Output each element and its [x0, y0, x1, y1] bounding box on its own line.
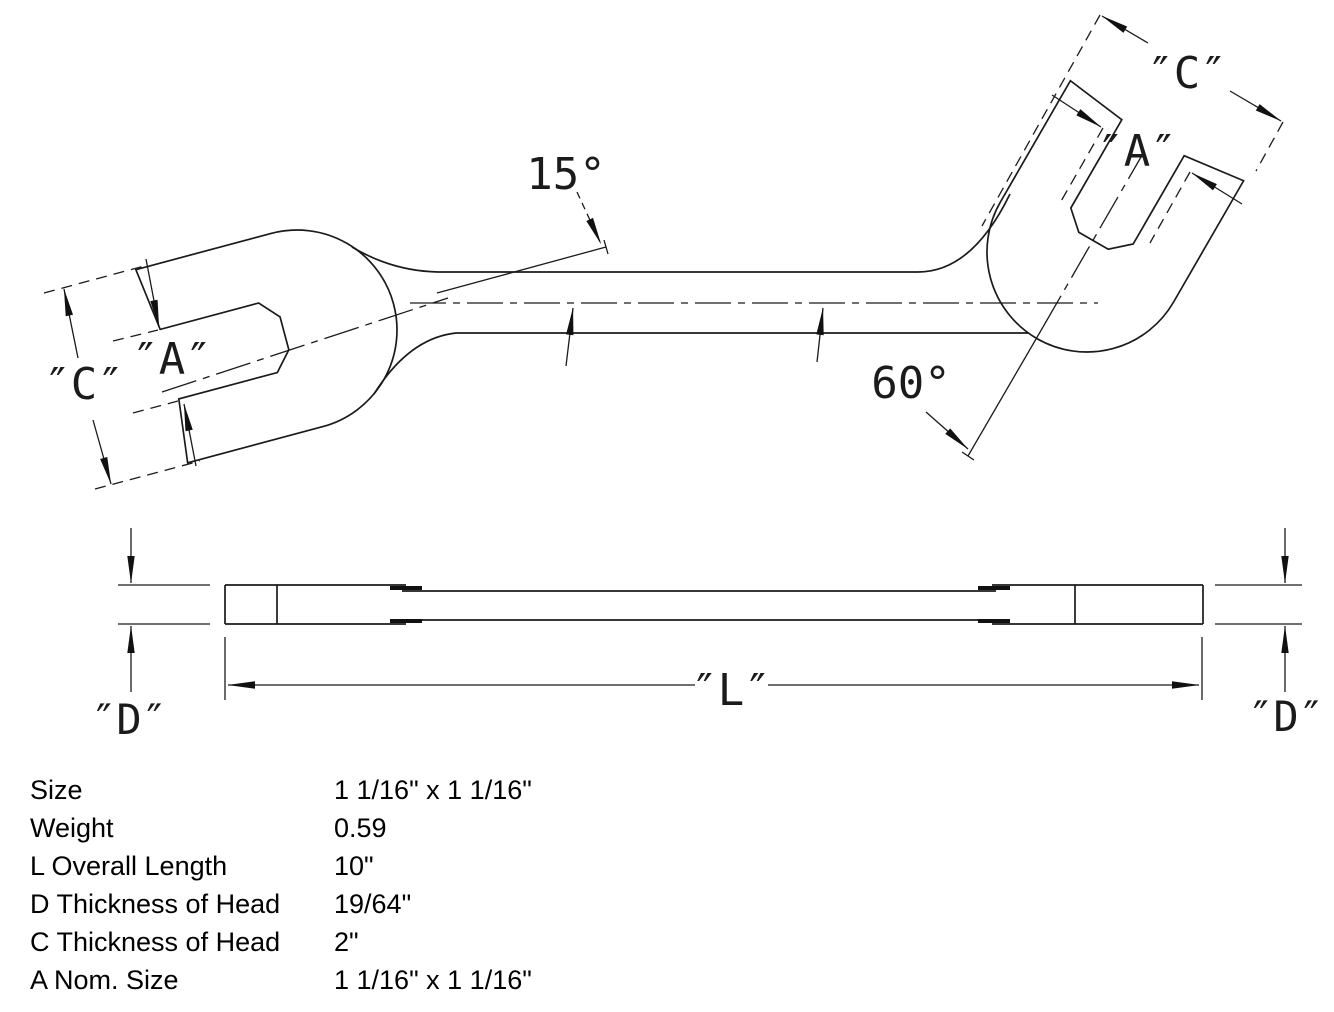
- dim-c-right-lower: [1229, 90, 1282, 122]
- fifteen-degree-end-tick: [603, 239, 609, 255]
- label-d-right: ″D″: [1248, 692, 1324, 741]
- extension-line: [224, 637, 1203, 700]
- dim-a-right-lower: [1191, 172, 1243, 205]
- angle-construction: [436, 191, 1044, 461]
- left-jaw-centerline: [161, 297, 449, 393]
- label-a-left: ″A″: [132, 334, 211, 385]
- side-view-wrench-body: [224, 584, 1204, 625]
- label-c-right: ″C″: [1147, 48, 1226, 99]
- table-row: L Overall Length 10": [0, 851, 1334, 889]
- extension-line: [132, 400, 179, 414]
- extension-line: [981, 14, 1101, 227]
- side-view-right-head: [992, 584, 1204, 625]
- dim-c-left-lower: [92, 419, 112, 485]
- label-angle-60: 60°: [871, 358, 950, 409]
- extension-line: [118, 584, 210, 625]
- label-a-right: ″A″: [1097, 126, 1176, 177]
- dimension-d-right: [1215, 528, 1302, 692]
- label-angle-15: 15°: [526, 149, 605, 200]
- spec-label: A Nom. Size: [30, 965, 179, 995]
- dim-c-left-upper: [63, 288, 79, 359]
- top-view-wrench-body: [135, 79, 1245, 464]
- centerline-reference-arrow-right: [816, 307, 824, 363]
- dimension-left-head: [43, 258, 201, 490]
- extension-line: [112, 329, 159, 342]
- extension-line: [1215, 584, 1302, 625]
- extension-line: [94, 460, 201, 490]
- centerlines: [161, 156, 1142, 393]
- dim-a-left-upper: [145, 258, 160, 328]
- spec-label: L Overall Length: [30, 851, 228, 881]
- extension-line: [43, 264, 149, 294]
- label-c-left: ″C″: [44, 359, 123, 410]
- spec-label: Weight: [30, 813, 114, 843]
- spec-value: 1 1/16" x 1 1/16": [334, 965, 532, 995]
- extension-line: [1149, 171, 1191, 244]
- spec-value: 10": [334, 851, 374, 881]
- dim-c-right-upper: [1101, 15, 1149, 44]
- label-l-overall: ″L″: [691, 665, 770, 716]
- spec-label: Size: [30, 775, 83, 805]
- table-row: Weight 0.59: [0, 813, 1334, 851]
- fifteen-degree-leader-arrow: [576, 191, 602, 245]
- spec-label: D Thickness of Head: [30, 889, 281, 919]
- side-view-shaft: [402, 590, 996, 621]
- spec-value: 2": [334, 927, 359, 957]
- dim-a-right-upper: [1051, 94, 1102, 128]
- table-row: D Thickness of Head 19/64": [0, 889, 1334, 927]
- table-row: C Thickness of Head 2": [0, 927, 1334, 965]
- fifteen-degree-line: [436, 246, 607, 294]
- sixty-degree-line: [967, 326, 1044, 457]
- centerline-reference-arrow-left: [565, 307, 574, 367]
- side-view-step-marks: [390, 586, 1010, 623]
- extension-line: [1059, 127, 1104, 204]
- label-d-left: ″D″: [91, 695, 167, 744]
- shaft-bottom-edge: [373, 332, 1029, 395]
- spec-label: C Thickness of Head: [30, 927, 281, 957]
- sixty-degree-leader-arrow: [925, 411, 969, 450]
- right-jaw-centerline: [1042, 156, 1142, 328]
- dimension-l-overall: [224, 637, 1203, 700]
- spec-value: 1 1/16" x 1 1/16": [334, 775, 532, 805]
- table-row: Size 1 1/16" x 1 1/16": [0, 775, 1334, 813]
- dimension-right-head: [981, 14, 1284, 244]
- spec-value: 19/64": [334, 889, 412, 919]
- shaft-top-edge: [351, 193, 1011, 273]
- dimension-d-left: [118, 528, 210, 692]
- sixty-degree-end-tick: [961, 451, 975, 461]
- side-view-left-head: [224, 584, 406, 625]
- dim-a-left-lower: [183, 403, 197, 467]
- table-row: A Nom. Size 1 1/16" x 1 1/16": [0, 965, 1334, 1003]
- spec-value: 0.59: [334, 813, 387, 843]
- extension-line: [1255, 121, 1284, 172]
